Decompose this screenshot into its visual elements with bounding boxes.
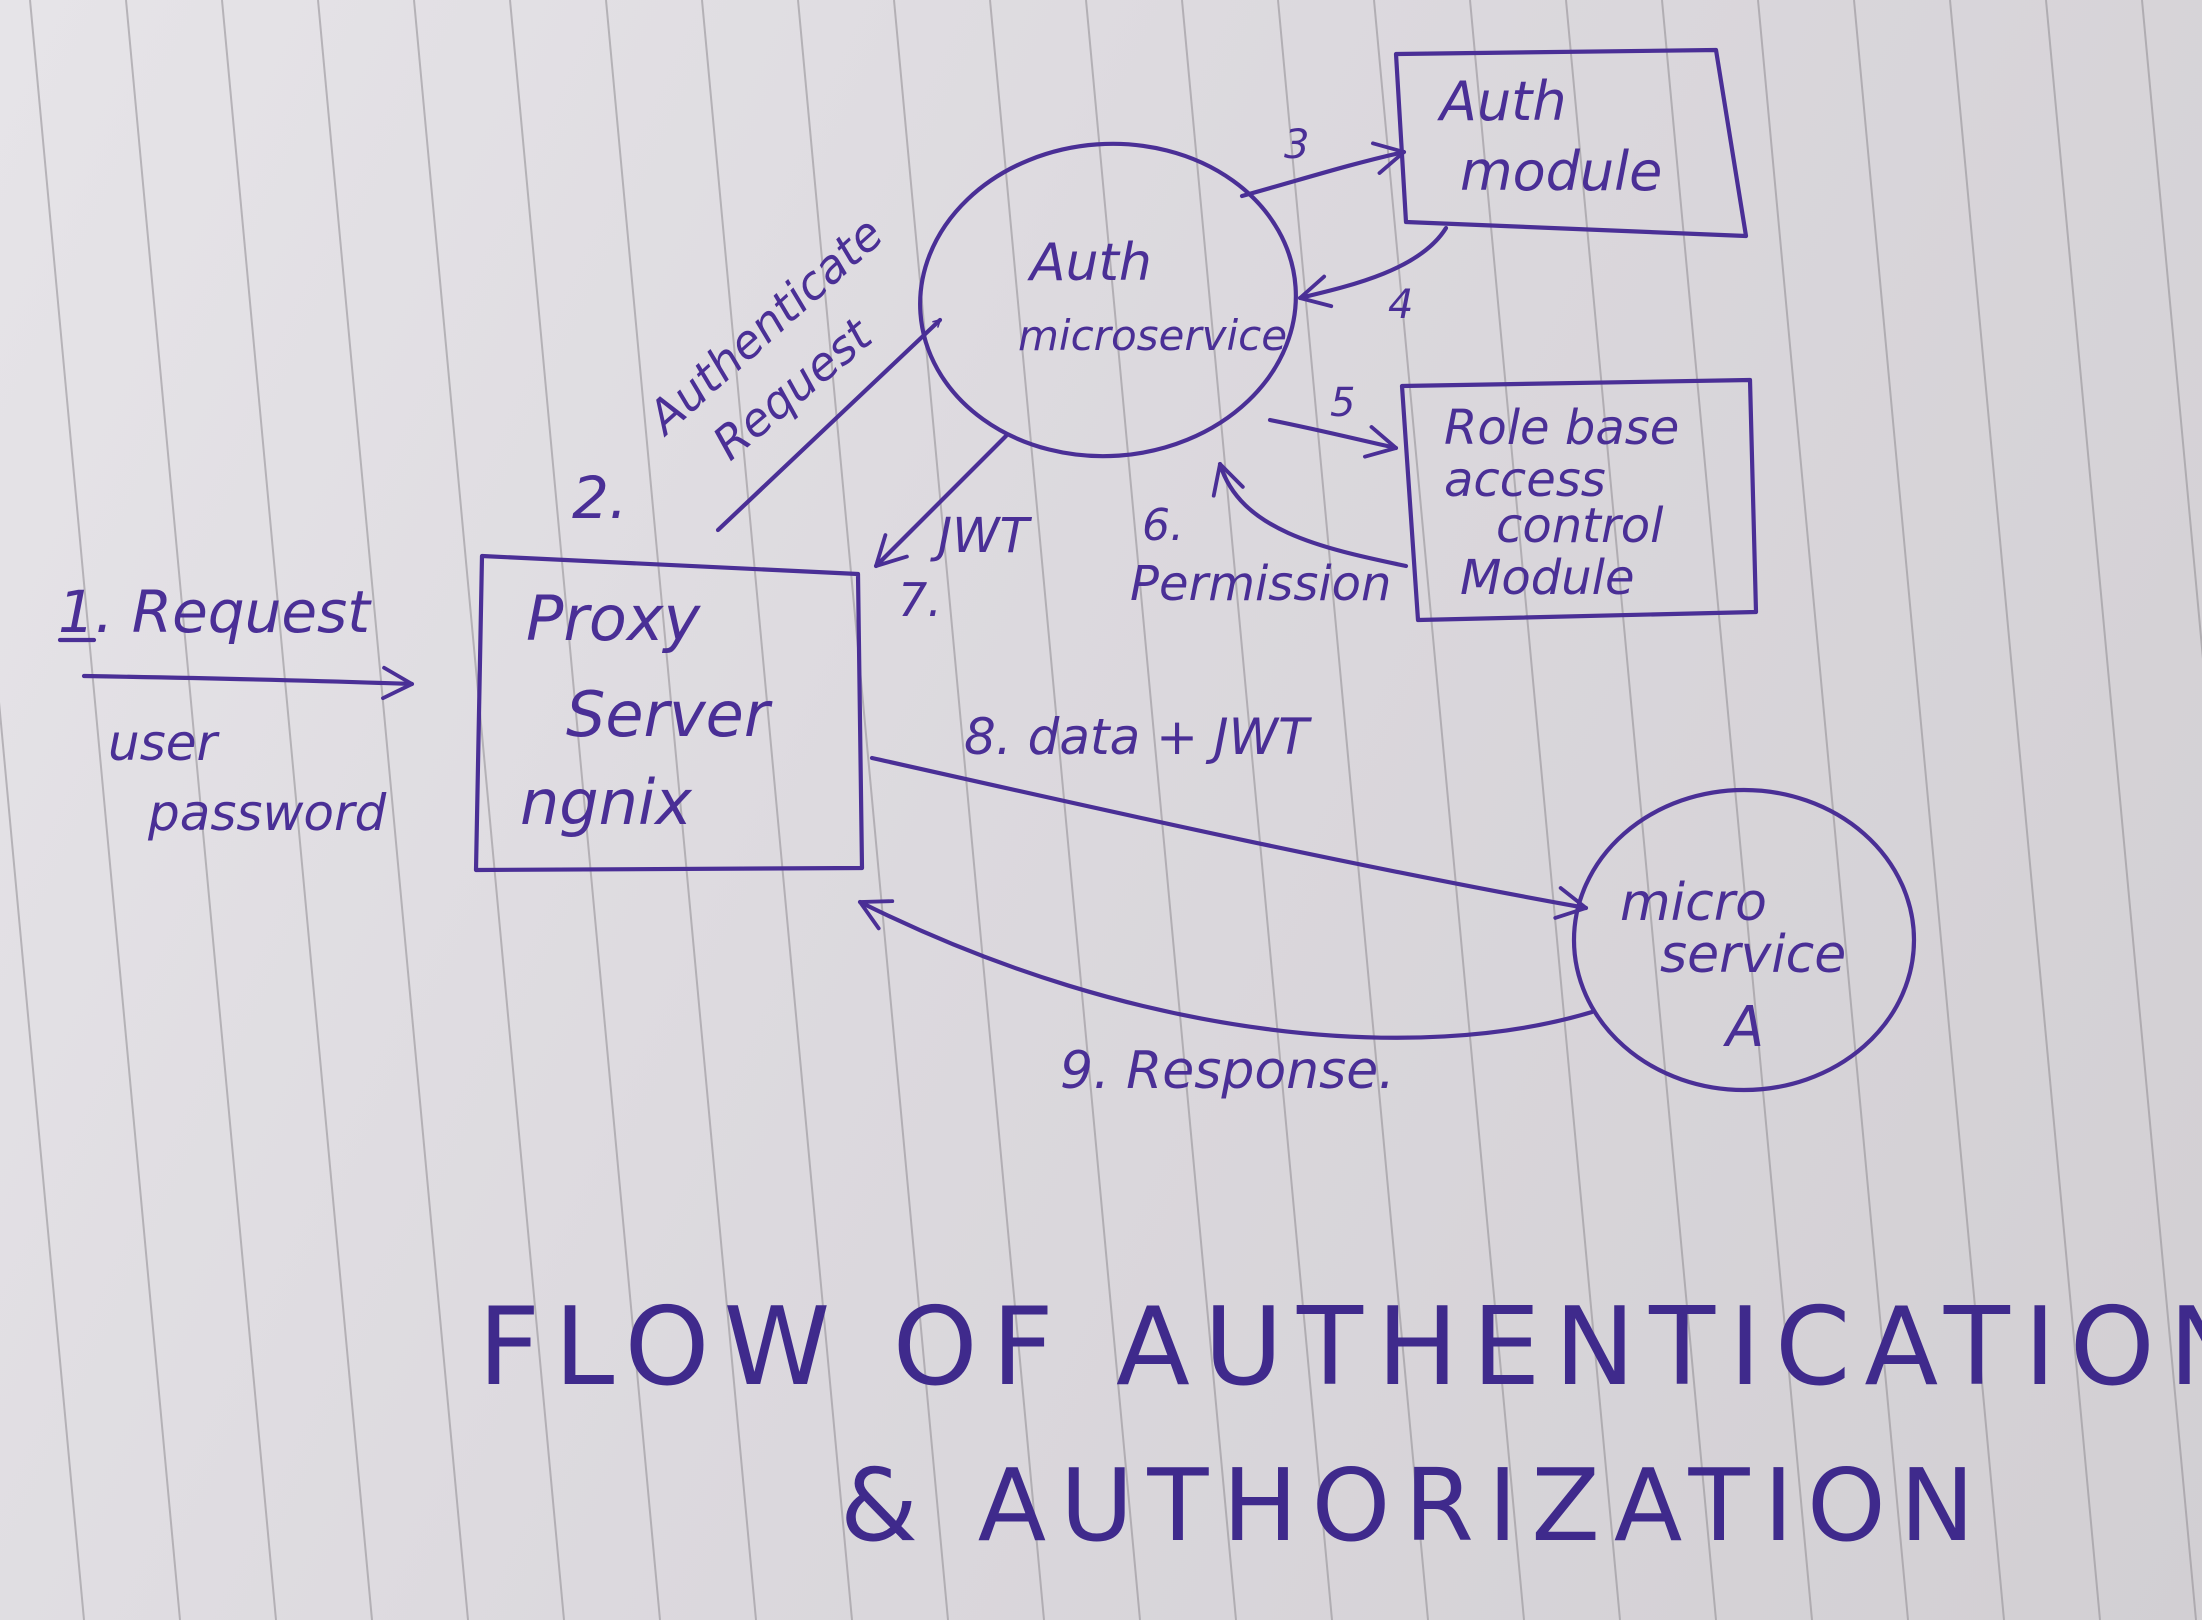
ruled-line — [2141, 0, 2202, 659]
ruled-line — [989, 0, 1141, 1620]
step-8-label: 8. data + JWT — [964, 708, 1312, 766]
data-jwt-arrow — [869, 755, 1589, 920]
step-2-number: 2. — [572, 464, 627, 532]
ruled-line — [29, 0, 181, 1620]
microservice-a-node: micro service A — [1571, 787, 1917, 1093]
step-1-note-2: password — [147, 784, 387, 842]
step-3-label: 3 — [1284, 122, 1309, 168]
step-7-label: JWT — [930, 508, 1033, 564]
proxy-server-node: Proxy Server ngnix — [473, 553, 865, 873]
proxy-server-label-1: Proxy — [526, 582, 702, 655]
ruled-line — [893, 0, 1045, 1620]
edge-4: 4 — [1297, 225, 1449, 328]
edge-1-request: 1. Request user password — [57, 578, 415, 842]
step-1-note-1: user — [108, 714, 221, 772]
ruled-line — [1565, 0, 1717, 1620]
ruled-line — [1277, 0, 1429, 1620]
ruled-line — [701, 0, 853, 1620]
rbac-label-3: control — [1496, 498, 1664, 554]
step-4-arrow — [1297, 225, 1449, 309]
step-5-arrow — [1267, 417, 1399, 459]
step-6-label: Permission — [1130, 556, 1391, 612]
edge-5: 5 — [1267, 380, 1399, 459]
edge-6-permission: 6. Permission — [1130, 461, 1409, 612]
ruled-line — [1661, 0, 1813, 1620]
jwt-arrow — [873, 433, 1009, 569]
authenticate-arrow — [715, 317, 943, 533]
step-6-number: 6. — [1142, 500, 1184, 551]
request-arrow — [81, 665, 415, 701]
rbac-label-1: Role base — [1444, 400, 1679, 456]
ruled-line — [221, 0, 373, 1620]
ruled-line — [0, 701, 85, 1620]
step-1-label: 1. Request — [58, 578, 372, 646]
ruled-line — [1181, 0, 1333, 1620]
ruled-line — [797, 0, 949, 1620]
auth-module-node: Auth module — [1393, 47, 1749, 239]
step-4-label: 4 — [1388, 282, 1413, 328]
ruled-line — [125, 0, 277, 1620]
auth-module-label-2: module — [1460, 140, 1662, 203]
rbac-module-node: Role base access control Module — [1399, 377, 1759, 623]
step-5-label: 5 — [1330, 380, 1355, 426]
auth-microservice-label-2: microservice — [1018, 311, 1287, 360]
microservice-a-label-2: service — [1660, 925, 1846, 985]
edge-2-authenticate: 2. Authenticate Request — [572, 206, 943, 533]
auth-microservice-node: Auth microservice — [918, 141, 1298, 459]
ruled-line — [509, 0, 661, 1620]
step-3-arrow — [1239, 141, 1407, 199]
auth-microservice-label-1: Auth — [1027, 233, 1152, 293]
auth-module-label-1: Auth — [1437, 70, 1567, 133]
rbac-label-4: Module — [1460, 550, 1635, 606]
permission-arrow — [1211, 461, 1409, 569]
ruled-line — [317, 0, 469, 1620]
ruled-line — [1469, 0, 1621, 1620]
ruled-line — [1949, 0, 2101, 1620]
proxy-server-label-3: ngnix — [520, 766, 693, 839]
ruled-line — [2045, 0, 2197, 1620]
edge-9-response: 9. Response. — [857, 899, 1595, 1101]
microservice-a-label-3: A — [1723, 995, 1764, 1060]
step-9-label: 9. Response. — [1060, 1041, 1395, 1101]
rbac-label-2: access — [1444, 452, 1606, 508]
ruled-line — [1373, 0, 1525, 1620]
edge-8-data-jwt: 8. data + JWT — [869, 708, 1589, 920]
caption-line-2: & AUTHORIZATION — [840, 1447, 1989, 1564]
caption-line-1: FLOW OF AUTHENTICATION — [478, 1285, 2202, 1410]
ruled-line — [1853, 0, 2005, 1620]
step-7-number: 7. — [898, 573, 942, 627]
edge-7-jwt: JWT 7. — [873, 433, 1033, 627]
proxy-server-label-2: Server — [566, 678, 773, 751]
ruled-line — [605, 0, 757, 1620]
response-arrow — [857, 899, 1595, 1040]
microservice-a-label-1: micro — [1620, 873, 1767, 933]
ruled-line — [413, 0, 565, 1620]
edge-3: 3 — [1239, 122, 1407, 199]
ruled-line — [1085, 0, 1237, 1620]
